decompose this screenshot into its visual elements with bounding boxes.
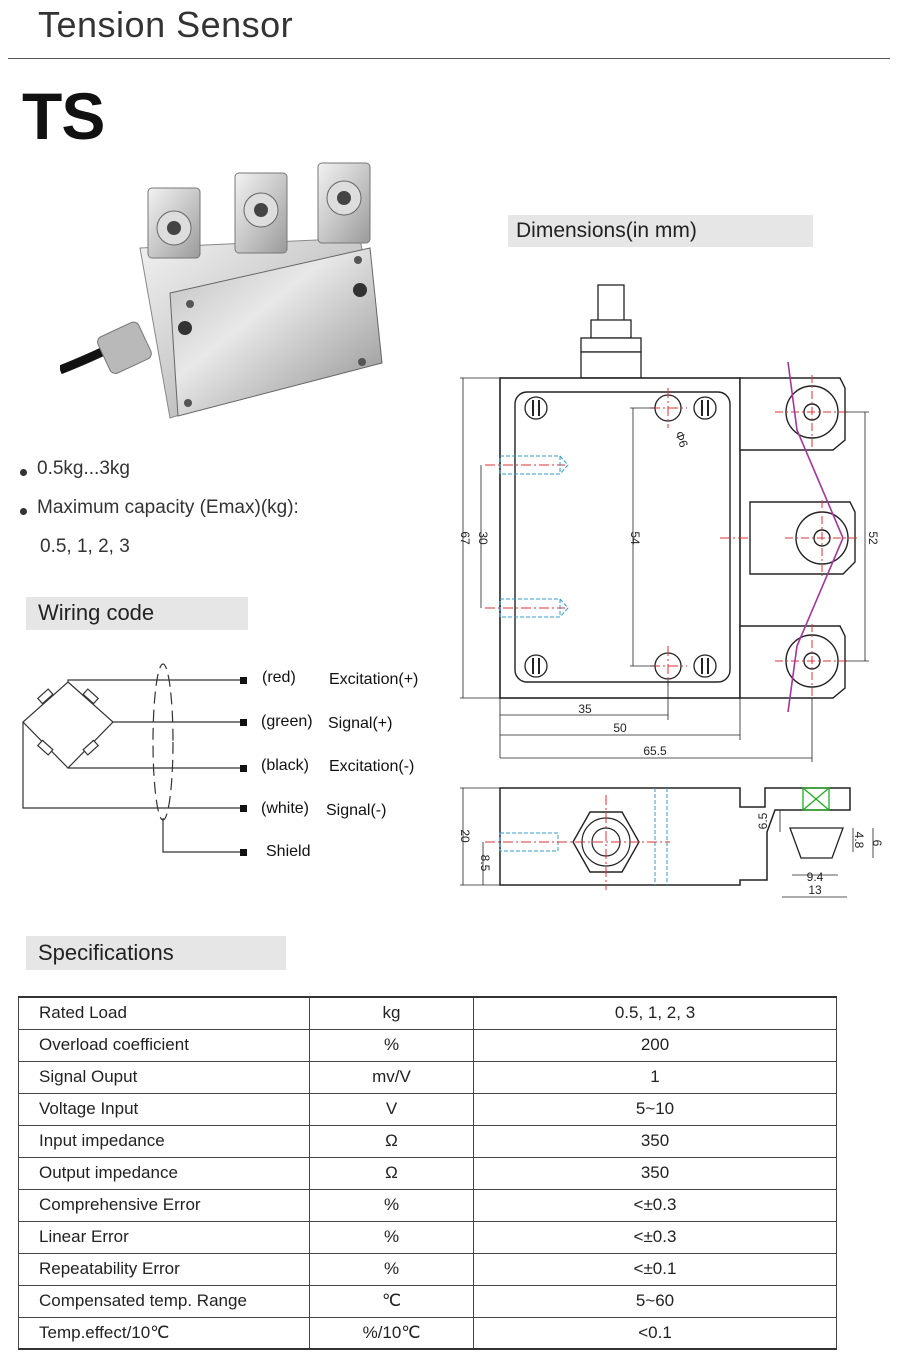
spec-name: Linear Error	[18, 1220, 310, 1254]
spec-unit: %	[309, 1220, 474, 1254]
spec-name: Repeatability Error	[18, 1252, 310, 1286]
spec-unit: %	[309, 1028, 474, 1062]
dim-4-8: 4.8	[852, 832, 866, 849]
dim-30: 30	[476, 531, 490, 545]
range-bullet: 0.5kg...3kg	[20, 458, 130, 480]
table-row: Linear Error % <±0.3	[18, 1220, 837, 1254]
wire-shield: Shield	[266, 843, 311, 860]
table-row: Temp.effect/10℃ %/10℃ <0.1	[18, 1316, 837, 1350]
product-photo	[60, 162, 383, 419]
wiring-diagram	[22, 663, 247, 856]
spec-unit: ℃	[309, 1284, 474, 1318]
spec-unit: mv/V	[309, 1060, 474, 1094]
dim-6: 6	[870, 840, 884, 847]
spec-name: Output impedance	[18, 1156, 310, 1190]
spec-unit: %	[309, 1188, 474, 1222]
dim-8-5: 8.5	[478, 855, 492, 872]
spec-unit: Ω	[309, 1124, 474, 1158]
spec-value: 200	[473, 1028, 837, 1062]
range-text: 0.5kg...3kg	[37, 458, 130, 479]
wire-signal-signal-plus: Signal(+)	[328, 715, 393, 732]
bullet-dot	[20, 469, 27, 477]
capacity-values: 0.5, 1, 2, 3	[40, 536, 130, 557]
table-row: Signal Ouput mv/V 1	[18, 1060, 837, 1094]
wire-color-black: (black)	[261, 757, 310, 774]
dim-6-5: 6.5	[756, 812, 770, 829]
table-row: Comprehensive Error % <±0.3	[18, 1188, 837, 1222]
spec-value: <±0.3	[473, 1220, 837, 1254]
dim-52: 52	[866, 531, 880, 545]
spec-unit: V	[309, 1092, 474, 1126]
spec-value: 5~10	[473, 1092, 837, 1126]
dim-phi6: Φ6	[672, 429, 691, 449]
dim-13: 13	[808, 883, 822, 897]
spec-name: Rated Load	[18, 996, 310, 1030]
wire-color-white: (white)	[261, 800, 310, 817]
spec-unit: kg	[309, 996, 474, 1030]
capacity-bullet: Maximum capacity (Emax)(kg):	[20, 497, 299, 519]
specifications-heading: Specifications	[26, 936, 286, 970]
spec-name: Voltage Input	[18, 1092, 310, 1126]
bullet-dot	[20, 508, 27, 516]
wire-color-red: (red)	[262, 669, 296, 686]
wire-signal-excitation-minus: Excitation(-)	[329, 758, 415, 775]
spec-value: 5~60	[473, 1284, 837, 1318]
spec-unit: Ω	[309, 1156, 474, 1190]
table-row: Compensated temp. Range ℃ 5~60	[18, 1284, 837, 1318]
spec-name: Comprehensive Error	[18, 1188, 310, 1222]
dim-35: 35	[578, 702, 592, 716]
spec-name: Overload coefficient	[18, 1028, 310, 1062]
wire-signal-signal-minus: Signal(-)	[326, 802, 387, 819]
dimension-drawing: 67 30 54 52 35 50 65.5 Φ6 20 8.5 6.5 4.8…	[458, 284, 884, 898]
spec-name: Temp.effect/10℃	[18, 1316, 310, 1350]
dim-54: 54	[628, 531, 642, 545]
table-row: Voltage Input V 5~10	[18, 1092, 837, 1126]
spec-name: Signal Ouput	[18, 1060, 310, 1094]
title-divider	[8, 58, 890, 59]
model-name: TS	[22, 79, 105, 153]
spec-unit: %/10℃	[309, 1316, 474, 1350]
dim-20: 20	[458, 829, 472, 843]
spec-value: <0.1	[473, 1316, 837, 1350]
table-row: Repeatability Error % <±0.1	[18, 1252, 837, 1286]
wire-color-green: (green)	[261, 713, 313, 730]
spec-value: <±0.3	[473, 1188, 837, 1222]
spec-value: 1	[473, 1060, 837, 1094]
dim-9-4: 9.4	[807, 870, 824, 884]
dim-50: 50	[613, 721, 627, 735]
specifications-table: Rated Load kg 0.5, 1, 2, 3 Overload coef…	[18, 996, 837, 1350]
wiring-heading: Wiring code	[26, 597, 248, 630]
spec-value: 350	[473, 1156, 837, 1190]
spec-value: 0.5, 1, 2, 3	[473, 996, 837, 1030]
spec-name: Compensated temp. Range	[18, 1284, 310, 1318]
table-row: Overload coefficient % 200	[18, 1028, 837, 1062]
spec-name: Input impedance	[18, 1124, 310, 1158]
page-title: Tension Sensor	[38, 4, 294, 45]
wire-signal-excitation-plus: Excitation(+)	[329, 671, 419, 688]
spec-value: <±0.1	[473, 1252, 837, 1286]
dimensions-heading: Dimensions(in mm)	[508, 215, 813, 247]
table-row: Rated Load kg 0.5, 1, 2, 3	[18, 996, 837, 1030]
dim-65-5: 65.5	[643, 744, 667, 758]
table-row: Output impedance Ω 350	[18, 1156, 837, 1190]
spec-value: 350	[473, 1124, 837, 1158]
dim-67: 67	[458, 531, 472, 545]
spec-unit: %	[309, 1252, 474, 1286]
table-row: Input impedance Ω 350	[18, 1124, 837, 1158]
capacity-label: Maximum capacity (Emax)(kg):	[37, 497, 299, 518]
